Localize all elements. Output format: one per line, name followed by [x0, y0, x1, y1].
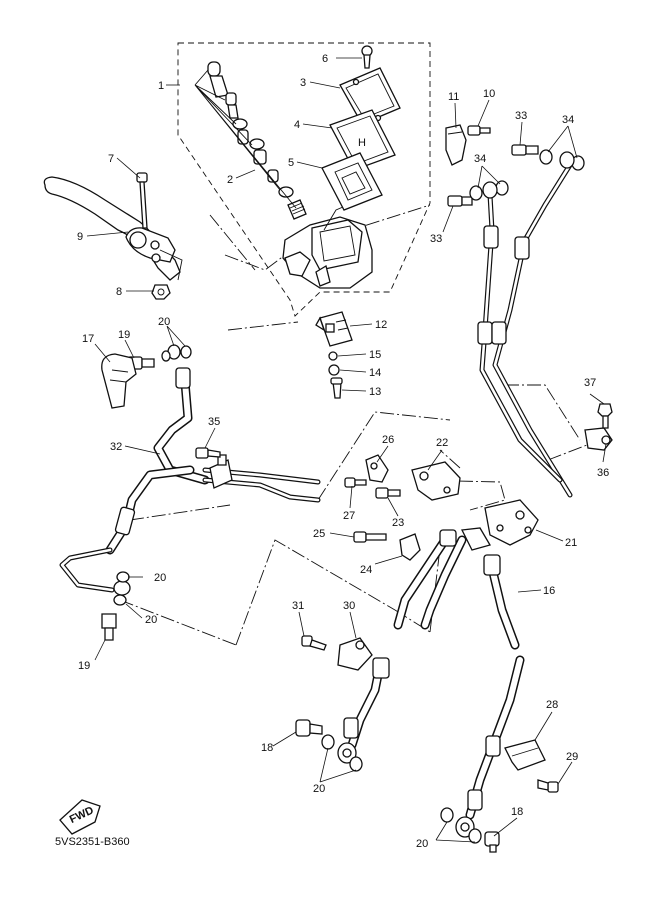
callout-11: 11 — [448, 91, 459, 103]
callout-15: 15 — [369, 349, 381, 361]
callout-34a: 34 — [562, 114, 574, 126]
pivot-bolt — [136, 172, 148, 229]
callout-27: 27 — [343, 510, 355, 522]
bolt-31 — [301, 635, 327, 651]
callout-20a: 20 — [158, 316, 170, 328]
holder-clamp — [445, 124, 467, 166]
callout-18b: 18 — [511, 806, 523, 818]
callout-19a: 19 — [118, 329, 130, 341]
callout-36: 36 — [597, 467, 609, 479]
callout-5: 5 — [288, 157, 294, 169]
callout-8: 8 — [116, 286, 122, 298]
callout-17: 17 — [82, 333, 94, 345]
bolts-center — [344, 477, 401, 543]
master-cylinder-group-outline — [177, 42, 431, 317]
callout-6: 6 — [322, 53, 328, 65]
callout-29: 29 — [566, 751, 578, 763]
callout-labels: 1 2 3 4 5 6 7 8 9 10 11 12 13 14 15 16 1… — [77, 53, 609, 850]
brake-switch — [315, 311, 353, 399]
rubber-cover — [101, 353, 137, 409]
bracket-22 — [411, 461, 461, 501]
holder-bolt — [467, 125, 491, 136]
banjo-bolt-upper-right — [447, 144, 539, 207]
callout-24: 24 — [360, 564, 372, 576]
hose-clamp-right — [584, 403, 613, 451]
bolt-35 — [195, 447, 221, 459]
callout-20c: 20 — [145, 614, 157, 626]
lower-hoses — [343, 527, 525, 820]
callout-12: 12 — [375, 319, 387, 331]
callout-35: 35 — [208, 416, 220, 428]
callout-28: 28 — [546, 699, 558, 711]
callout-14: 14 — [369, 367, 381, 379]
callout-4: 4 — [294, 119, 300, 131]
callout-37: 37 — [584, 377, 596, 389]
brake-lever — [43, 176, 183, 281]
pivot-nut — [151, 284, 171, 300]
bracket-24 — [399, 533, 421, 561]
h-mark: H — [358, 137, 366, 149]
callout-33a: 33 — [515, 110, 527, 122]
callout-20d: 20 — [313, 783, 325, 795]
cap-screw — [361, 45, 373, 69]
callout-30: 30 — [343, 600, 355, 612]
lower-right-banjo — [440, 807, 500, 853]
banjo-19-upper — [127, 344, 192, 370]
callout-32: 32 — [110, 441, 122, 453]
fwd-arrow-icon: FWD — [59, 799, 101, 835]
callout-9: 9 — [77, 231, 83, 243]
callout-10: 10 — [483, 88, 495, 100]
diagram-code: 5VS2351-B360 — [55, 836, 130, 848]
reservoir-cap — [339, 67, 401, 125]
callout-1: 1 — [158, 80, 164, 92]
clamp-30 — [337, 637, 373, 671]
callout-21: 21 — [565, 537, 577, 549]
left-hose-run — [59, 367, 321, 593]
callout-13: 13 — [369, 386, 381, 398]
callout-22: 22 — [436, 437, 448, 449]
callout-19b: 19 — [78, 660, 90, 672]
lower-left-banjo — [295, 719, 363, 772]
callout-33b: 33 — [430, 233, 442, 245]
master-cylinder-body — [282, 203, 373, 289]
diaphragm-holder: H — [329, 109, 396, 171]
clamp-28 — [504, 739, 546, 771]
copper-washers-upper-right — [469, 149, 585, 201]
diaphragm — [321, 152, 383, 211]
leader-lines — [86, 57, 607, 843]
callout-20b: 20 — [154, 572, 166, 584]
kit-lead-lines — [194, 69, 297, 209]
callout-18a: 18 — [261, 742, 273, 754]
left-banjo — [101, 571, 131, 641]
callout-7: 7 — [108, 153, 114, 165]
callout-2: 2 — [227, 174, 233, 186]
callout-34b: 34 — [474, 153, 486, 165]
piston-kit — [207, 61, 307, 220]
callout-26: 26 — [382, 434, 394, 446]
callout-25: 25 — [313, 528, 325, 540]
bracket-21 — [484, 499, 539, 546]
bolt-29 — [537, 779, 559, 793]
callout-20e: 20 — [416, 838, 428, 850]
callout-3: 3 — [300, 77, 306, 89]
callout-31: 31 — [292, 600, 304, 612]
bracket-26 — [365, 454, 389, 483]
upper-right-hoses — [477, 162, 573, 498]
callout-23: 23 — [392, 517, 404, 529]
callout-16: 16 — [543, 585, 555, 597]
